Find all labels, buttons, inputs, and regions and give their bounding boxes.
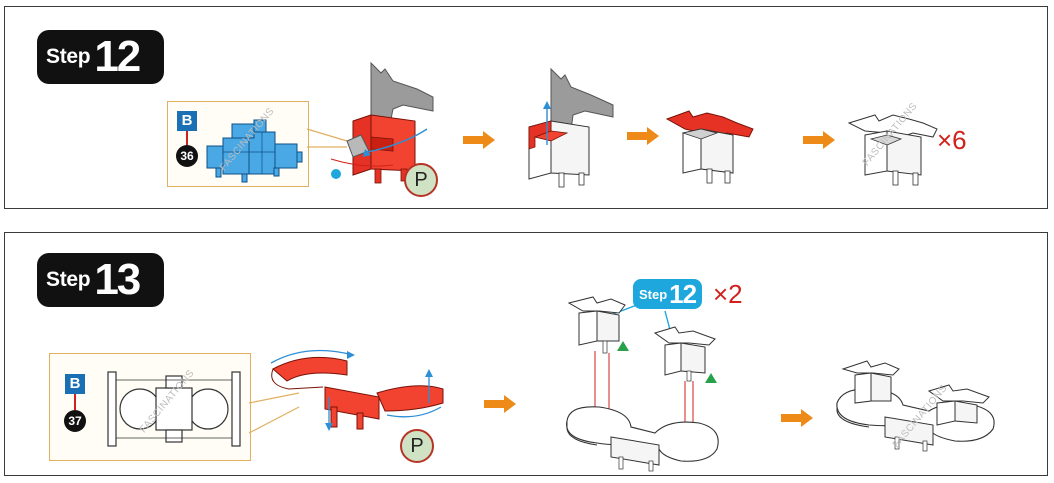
step-12-part-box: B 36 FASCINATIONS	[167, 101, 309, 187]
zoom-callout-lines	[248, 392, 300, 434]
part-connector-line	[186, 131, 188, 145]
part-number: 36	[176, 145, 198, 167]
ref-step-number: 12	[669, 278, 697, 309]
part-letter: B	[65, 374, 85, 394]
ref-multiplier-text: ×2	[713, 279, 743, 309]
step-13-word: Step	[46, 268, 91, 291]
step-12-assembly-illustration-2	[528, 67, 614, 188]
step-13-number: 13	[94, 255, 141, 304]
zoom-callout-lines	[306, 128, 348, 148]
multiplier-text: ×6	[937, 125, 967, 155]
step-12-word: Step	[46, 45, 91, 68]
blue-part-sheet-illustration	[206, 119, 303, 183]
part-sheet-outline-illustration	[107, 371, 241, 447]
step-12-assembly-illustration-4	[847, 114, 938, 186]
step-12-number: 12	[94, 32, 141, 81]
orange-arrow	[781, 409, 813, 427]
part-number: 37	[64, 410, 86, 432]
orange-arrow	[803, 131, 835, 149]
paste-badge: P	[400, 429, 434, 463]
step-12-panel: Step 12 B 36 F	[4, 6, 1048, 209]
part-connector-line	[74, 394, 76, 410]
step-13-badge: Step 13	[37, 253, 164, 307]
paste-badge: P	[404, 163, 438, 197]
glue-dot	[331, 169, 341, 179]
step-13-part-box: B 37 FASCINATIONS	[49, 353, 251, 461]
step-12-assembly-illustration-3	[665, 110, 754, 184]
step-13-red-part-illustration	[270, 349, 444, 431]
step-12-reference-badge: Step 12	[633, 278, 703, 309]
ref-step-word: Step	[639, 286, 668, 302]
step-13-final-result-illustration	[836, 360, 995, 452]
orange-arrow	[484, 395, 516, 413]
orange-arrow	[627, 127, 659, 145]
step-13-assembly-illustration	[566, 296, 719, 472]
orange-arrow	[463, 131, 495, 149]
step-13-panel: Step 13 B 37 FASCINATIONS	[4, 232, 1048, 476]
step-12-badge: Step 12	[37, 30, 164, 84]
part-letter: B	[177, 111, 197, 131]
